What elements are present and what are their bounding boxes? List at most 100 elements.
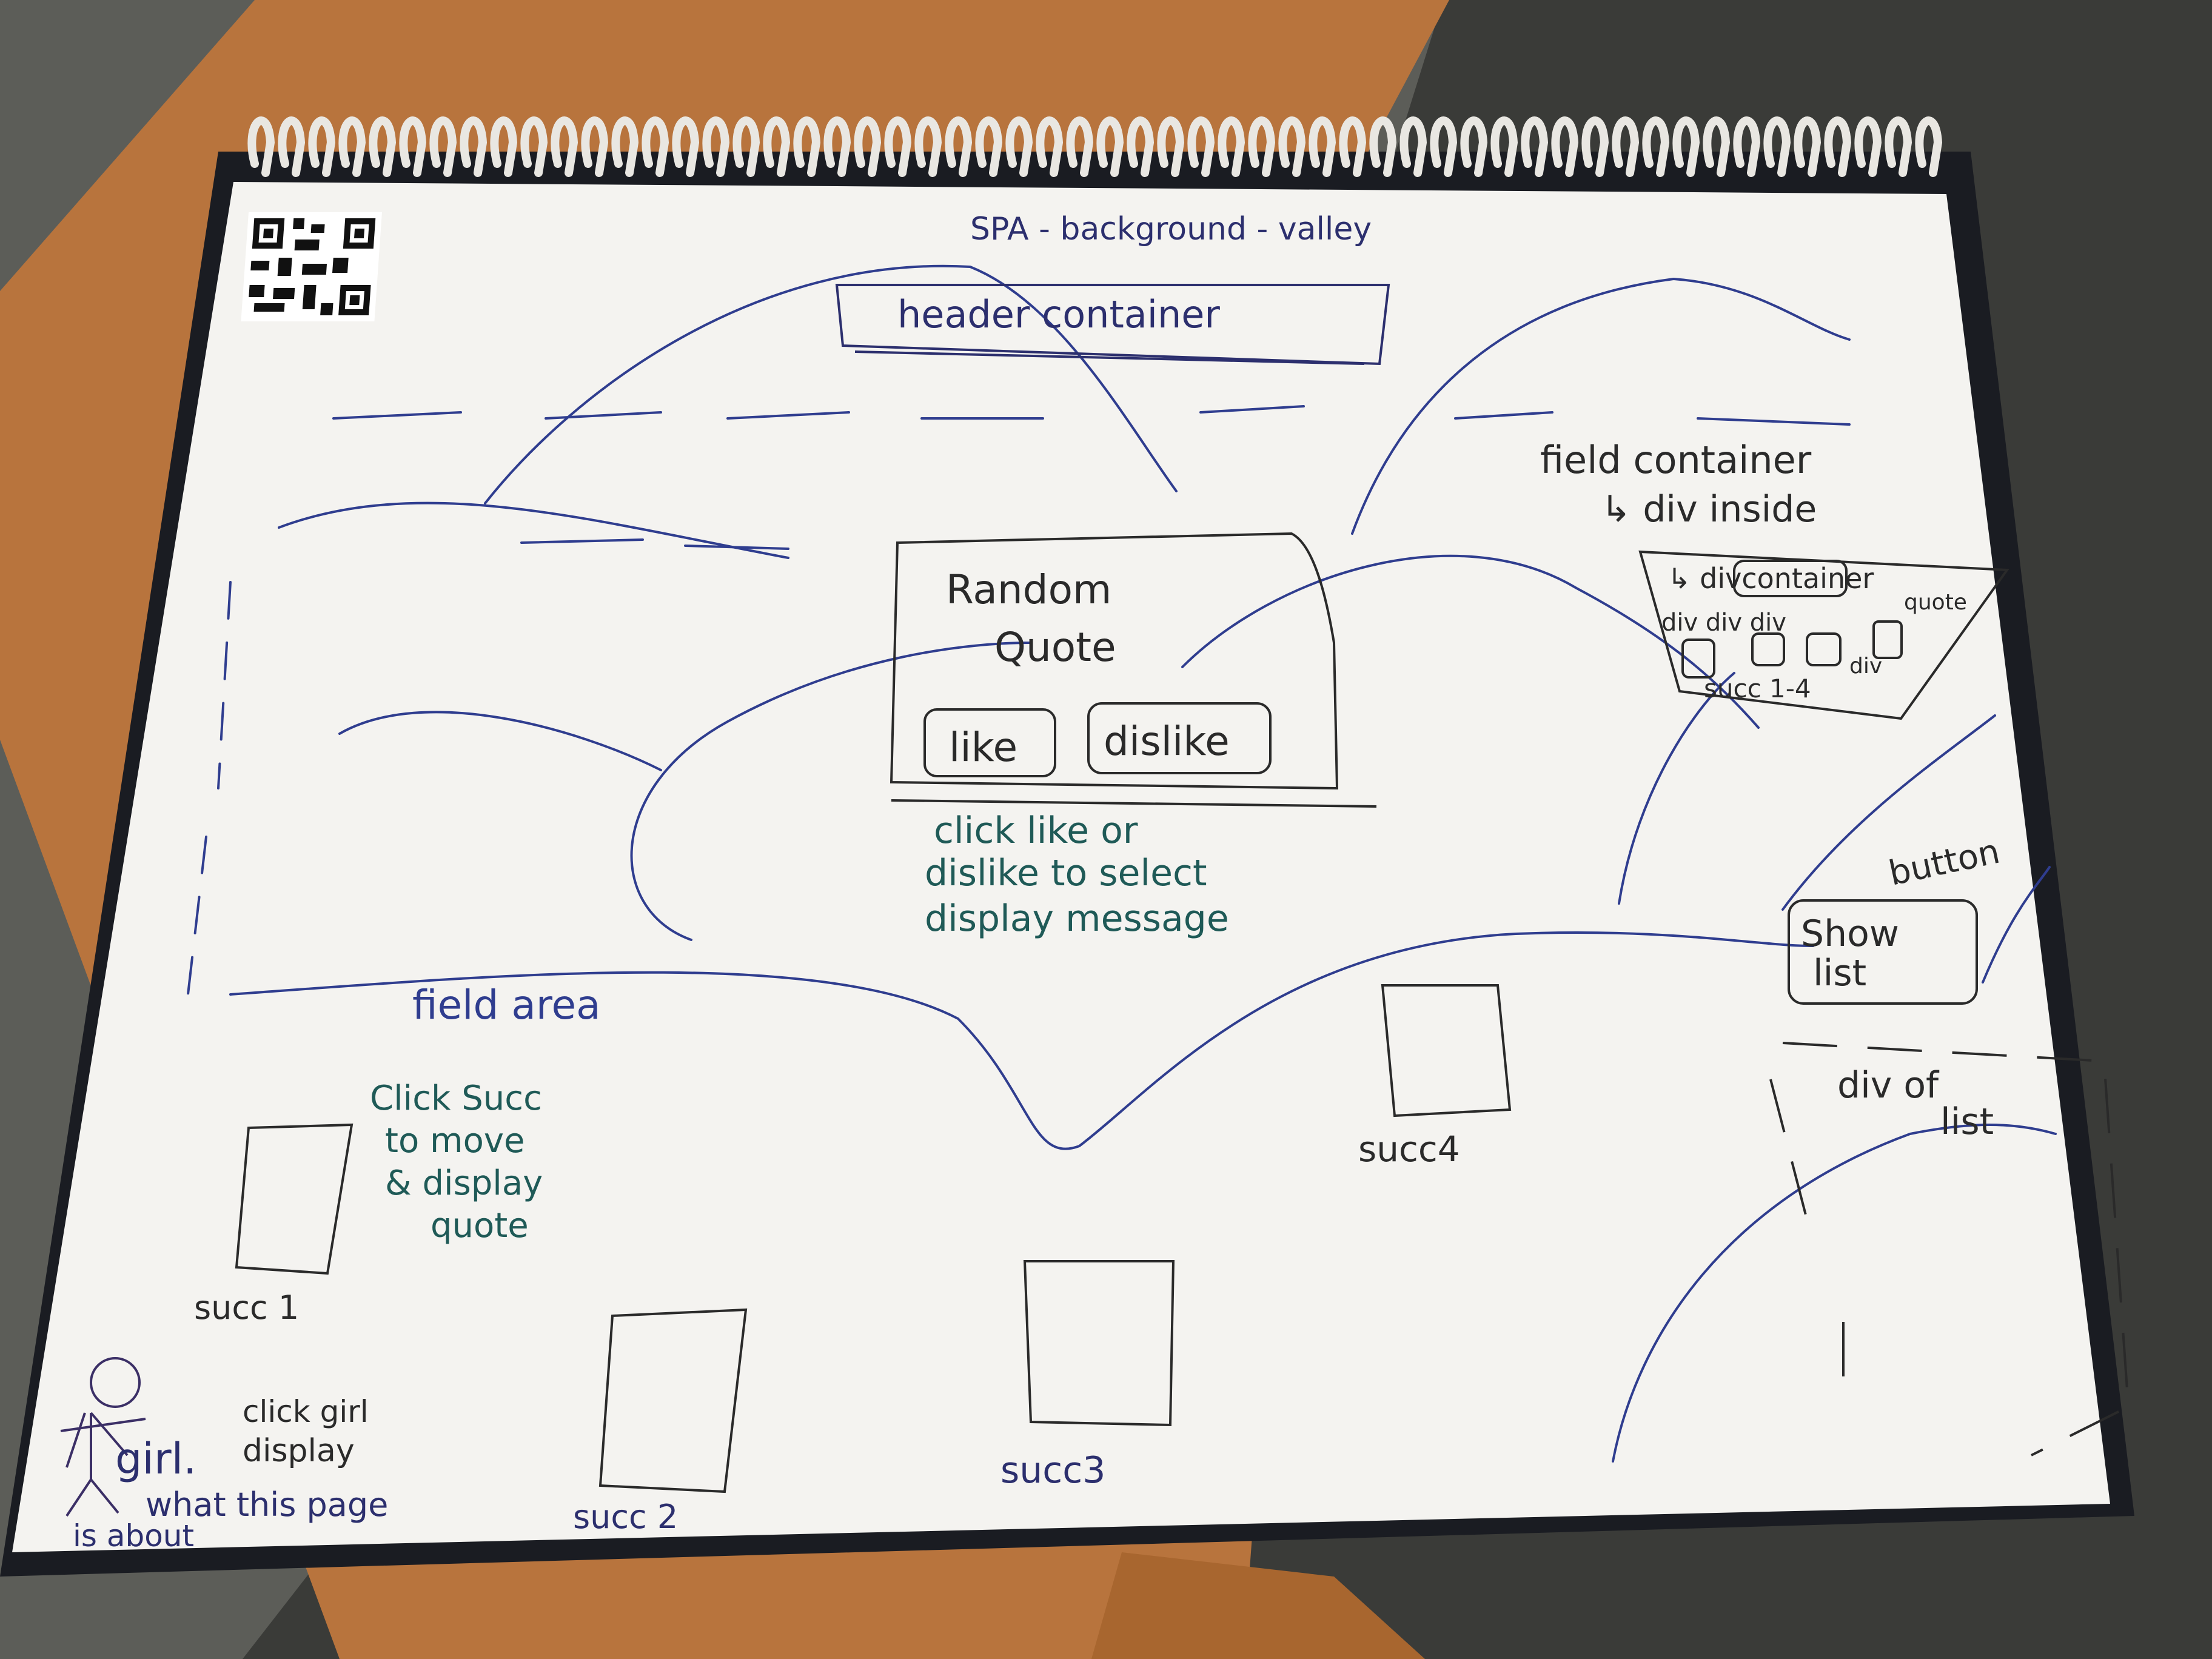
show-list-button-sketch [1788, 899, 1978, 1005]
succ3-label: succ3 [1000, 1449, 1105, 1492]
spiral-loop [763, 116, 791, 177]
hill-curve-center [630, 642, 1032, 941]
girl-note-1: click girl [243, 1394, 369, 1429]
spiral-loop [1763, 116, 1791, 177]
sketch-strokes [187, 264, 2057, 1463]
girl-label: girl. [115, 1434, 196, 1484]
div-inside-note: ↳ div inside [1601, 488, 1817, 531]
dashed-left-border [187, 581, 232, 996]
spiral-loop [702, 116, 730, 177]
girl-note-2: display [243, 1433, 355, 1469]
spiral-loop [914, 116, 942, 177]
spiral-loop [854, 116, 882, 177]
spiral-loop [611, 116, 639, 177]
list-div-label-1: div of [1837, 1064, 1940, 1107]
spiral-loop [1127, 116, 1155, 177]
spiral-loop [945, 116, 973, 177]
field-container-box [1638, 550, 2009, 720]
succ4-label: succ4 [1358, 1128, 1460, 1170]
show-list-line1: Show [1801, 913, 1899, 955]
field-area-label: field area [412, 982, 601, 1028]
show-list-line2: list [1813, 952, 1866, 994]
quote-note-3: display message [925, 897, 1229, 940]
succ1-box [235, 1123, 354, 1275]
spiral-loop [1339, 116, 1367, 177]
spiral-loop [1581, 116, 1609, 177]
spiral-loop [1794, 116, 1822, 177]
spiral-loop [490, 116, 518, 177]
spiral-loop [1824, 116, 1852, 177]
succ1-label: succ 1 [194, 1289, 299, 1327]
slope-button-right [1982, 866, 2051, 984]
hill-line-inner [338, 711, 662, 771]
spiral-loop [1399, 116, 1427, 177]
spiral-loop [1672, 116, 1700, 177]
spiral-loop [1369, 116, 1397, 177]
spiral-loop [1066, 116, 1094, 177]
quote-note-1: click like or [934, 809, 1138, 852]
hill-line-left [278, 501, 789, 559]
header-container-box [835, 284, 1390, 366]
field-container-note: field container [1540, 438, 1812, 482]
mountain-right-outline [1351, 277, 1851, 535]
spiral-loop [1733, 116, 1761, 177]
spiral-loop [1551, 116, 1579, 177]
spiral-loop [1036, 116, 1064, 177]
dashed-horizon-low [520, 538, 789, 550]
succ-note-3: & display [385, 1164, 543, 1203]
spiral-loop [247, 116, 275, 177]
spiral-loop [1309, 116, 1336, 177]
succ4-box [1381, 984, 1512, 1118]
spiral-loop [1703, 116, 1731, 177]
succ-note-4: quote [431, 1206, 529, 1245]
spiral-loop [1612, 116, 1640, 177]
dashed-horizon [332, 405, 1851, 426]
spiral-loop [793, 116, 821, 177]
dislike-button-label: dislike [1104, 718, 1230, 765]
succ-note-1: Click Succ [370, 1079, 542, 1118]
succ2-box [598, 1308, 748, 1493]
like-button-label: like [949, 724, 1017, 771]
succ-range-label: succ 1-4 [1704, 674, 1811, 703]
slope-far-right [1781, 714, 1996, 911]
list-div-box [1769, 1042, 2130, 1456]
spiral-loop [1157, 116, 1185, 177]
spiral-loop [1218, 116, 1245, 177]
spiral-loop [1278, 116, 1306, 177]
qr-code-icon [241, 212, 382, 321]
spiral-loop [581, 116, 609, 177]
desk-edge [1091, 1552, 1425, 1659]
succ-note-2: to move [385, 1121, 525, 1161]
spiral-loop [975, 116, 1003, 177]
girl-note-4: is about [73, 1518, 194, 1553]
spiral-loop [1854, 116, 1882, 177]
spiral-loop [278, 116, 306, 177]
spiral-loop [1642, 116, 1670, 177]
spiral-loop [308, 116, 336, 177]
spiral-loop [551, 116, 578, 177]
hill-line-right [1181, 554, 1760, 729]
dome-lower-right [1612, 1124, 2057, 1463]
spiral-loop [1521, 116, 1549, 177]
succ-boxes [235, 984, 1512, 1493]
div-container-label: ↳ divcontainer [1667, 562, 1874, 595]
spiral-loop [520, 116, 548, 177]
succ2-label: succ 2 [573, 1498, 678, 1536]
list-div-label-2: list [1940, 1101, 1994, 1143]
random-quote-box [890, 532, 1377, 808]
succ3-box [1023, 1260, 1175, 1427]
spiral-loop [1460, 116, 1488, 177]
quote-mini-label: quote [1904, 590, 1967, 615]
div-right-label: div [1849, 654, 1882, 679]
random-quote-line1: Random [946, 566, 1111, 613]
quote-note-2: dislike to select [925, 852, 1207, 894]
spiral-binding-icon [247, 116, 1943, 177]
valley-field-line [229, 931, 1814, 1150]
spiral-loop [823, 116, 851, 177]
spiral-loop [1005, 116, 1033, 177]
girl-note-3: what this page [146, 1486, 388, 1524]
spiral-loop [1096, 116, 1124, 177]
random-quote-line2: Quote [994, 624, 1116, 671]
spiral-loop [399, 116, 427, 177]
sketch-title: SPA - background - valley [970, 211, 1372, 247]
